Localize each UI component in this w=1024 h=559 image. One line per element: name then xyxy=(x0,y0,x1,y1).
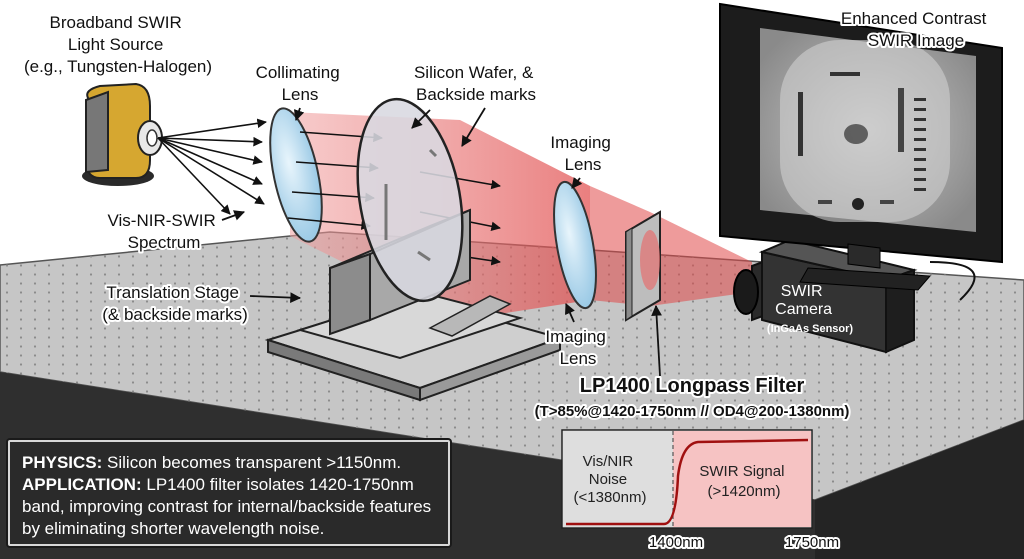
label-imaging-lens-bottom: Imaging Lens xyxy=(545,327,610,368)
x-tick-1750: 1750nm xyxy=(785,534,839,551)
label-source: Broadband SWIR Light Source (e.g., Tungs… xyxy=(24,13,212,76)
physics-line: PHYSICS: Silicon becomes transparent >11… xyxy=(22,452,436,474)
labels: Broadband SWIR Light Source (e.g., Tungs… xyxy=(22,7,991,422)
filter-transmission-plot: Vis/NIR Noise (<1380nm) SWIR Signal (>14… xyxy=(561,429,841,553)
physics-info-box: PHYSICS: Silicon becomes transparent >11… xyxy=(8,440,450,546)
leader-lines xyxy=(221,107,662,377)
signal-region xyxy=(673,431,811,527)
monitor xyxy=(719,2,1003,301)
light-source xyxy=(82,82,163,186)
x-tick-1400: 1400nm xyxy=(649,534,703,551)
physics-text: Silicon becomes transparent >1150nm. xyxy=(107,453,402,472)
label-camera: SWIR Camera (InGaAs Sensor) xyxy=(767,281,854,335)
label-collimating-lens: Collimating Lens xyxy=(256,63,345,104)
collimating-lens xyxy=(269,107,323,243)
transmission-curve xyxy=(566,438,809,526)
label-monitor-title: Enhanced Contrast SWIR Image xyxy=(841,9,991,50)
lp1400-filter xyxy=(625,210,661,322)
silicon-wafer xyxy=(356,97,464,303)
application-line: APPLICATION: LP1400 filter isolates 1420… xyxy=(22,474,436,540)
label-wafer: Silicon Wafer, & Backside marks xyxy=(414,63,538,104)
application-label: APPLICATION: xyxy=(22,475,142,494)
filter-title: LP1400 Longpass Filter xyxy=(580,375,805,397)
noise-region-label: Vis/NIR Noise (<1380nm) xyxy=(574,453,647,506)
label-stage: Translation Stage (& backside marks) xyxy=(102,283,247,324)
source-rays xyxy=(157,118,267,215)
label-imaging-lens-top: Imaging Lens xyxy=(550,133,615,174)
noise-region xyxy=(563,431,673,527)
filter-spec: (T>85%@1420-1750nm // OD4@200-1380nm) xyxy=(535,403,850,420)
imaging-lens xyxy=(553,180,597,310)
physics-label: PHYSICS: xyxy=(22,453,103,472)
signal-region-label: SWIR Signal (>1420nm) xyxy=(699,463,788,500)
label-spectrum: Vis-NIR-SWIR Spectrum xyxy=(107,211,220,252)
application-text: LP1400 filter isolates 1420-1750nm band,… xyxy=(22,475,432,538)
